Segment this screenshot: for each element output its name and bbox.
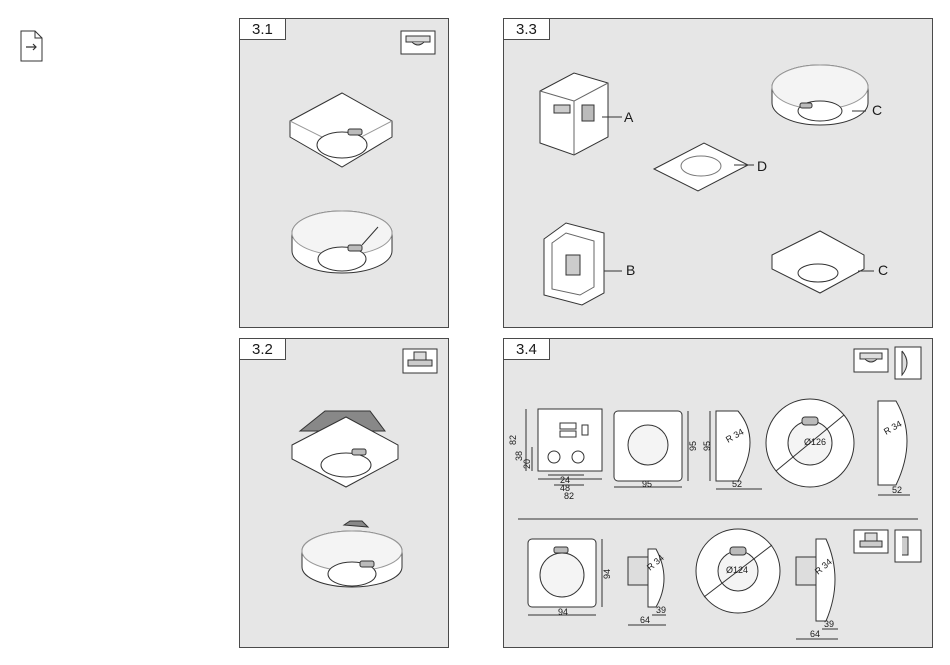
panel-3-1: 3.1 [239, 18, 449, 328]
dim-bottom-side-64: 64 [640, 615, 650, 625]
round-sensor-c-drawing [772, 65, 868, 125]
dim-bottom-square-width: 94 [558, 607, 568, 617]
bottom-square-front-view [528, 539, 602, 615]
dim-round-side-depth: 52 [892, 485, 902, 495]
top-square-side-view [710, 411, 762, 489]
panel-3-4: 3.4 82 38 20 24 48 82 [503, 338, 933, 648]
panel-3-2: 3.2 [239, 338, 449, 648]
dim-bottom-square-height: 94 [602, 569, 612, 579]
top-box-front-view [526, 409, 602, 485]
panel-3-1-illustration [240, 19, 448, 327]
round-recessed-sensor-drawing [302, 521, 402, 587]
recessed-mount-icon [403, 349, 437, 373]
dim-side-depth: 52 [732, 479, 742, 489]
dim-side-height: 95 [702, 441, 712, 451]
square-sensor-drawing [290, 93, 392, 167]
callout-c-bottom: C [878, 262, 888, 278]
dim-bottom-round-side-64: 64 [810, 629, 820, 639]
panel-3-4-dimension-drawings: 82 38 20 24 48 82 95 95 95 R 34 52 Ø126 [504, 339, 932, 647]
dim-box-width: 82 [564, 491, 574, 501]
surface-mount-icon [854, 347, 921, 379]
mounting-plate-b-drawing [544, 223, 622, 305]
sensor-mount-icon [401, 31, 435, 54]
dim-square-height: 95 [688, 441, 698, 451]
callout-c-top: C [872, 102, 882, 118]
dim-bottom-round-side-39: 39 [824, 619, 834, 629]
square-recessed-sensor-drawing [292, 411, 398, 487]
callout-a: A [624, 109, 634, 125]
plate-d-drawing [654, 143, 754, 191]
mounting-box-a-drawing [540, 73, 622, 155]
dim-bottom-round-diameter: Ø124 [726, 565, 748, 575]
dim-box-height: 82 [508, 435, 518, 445]
panel-3-3-illustration: A C D B C [504, 19, 932, 327]
top-round-side-view [878, 401, 910, 495]
top-square-front-view [614, 411, 688, 487]
dim-box-20: 20 [522, 459, 532, 469]
dim-round-diameter: Ø126 [804, 437, 826, 447]
dim-square-width: 95 [642, 479, 652, 489]
callout-d: D [757, 158, 767, 174]
dim-bottom-side-39: 39 [656, 605, 666, 615]
callout-b: B [626, 262, 635, 278]
page-arrow-icon [20, 30, 44, 62]
recessed-mount-icon [854, 530, 921, 562]
panel-3-2-illustration [240, 339, 448, 647]
square-sensor-c-drawing [772, 231, 874, 293]
panel-3-3: 3.3 A C D B [503, 18, 933, 328]
round-sensor-drawing [292, 211, 392, 273]
